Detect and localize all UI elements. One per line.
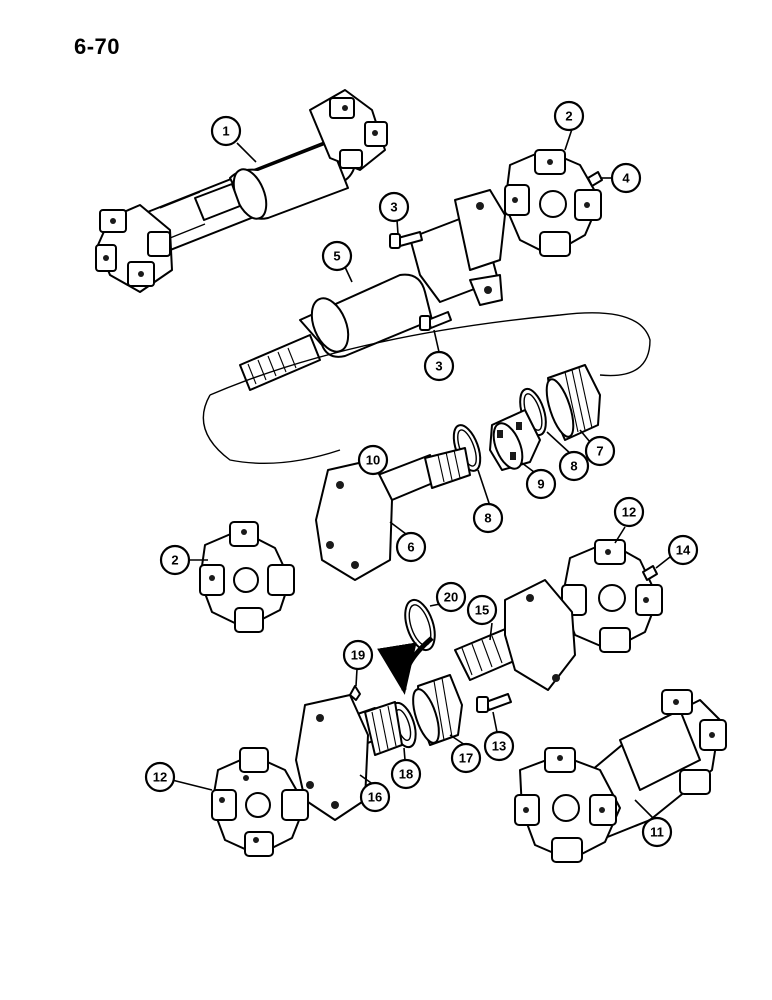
callout-2-left: 2 <box>159 544 191 576</box>
callout-8-lower: 8 <box>472 502 504 534</box>
callout-11: 11 <box>641 816 673 848</box>
retaining-nut-part <box>412 674 463 746</box>
callout-5: 5 <box>321 240 353 272</box>
callout-12-left: 12 <box>144 761 176 793</box>
callout-3-upper: 3 <box>378 191 410 223</box>
callout-15: 15 <box>466 594 498 626</box>
callout-1: 1 <box>210 115 242 147</box>
callout-12-right: 12 <box>613 496 645 528</box>
callout-16: 16 <box>359 781 391 813</box>
slip-nut-part <box>545 364 601 441</box>
front-shaft-yoke-part <box>239 189 506 391</box>
svg-text:12: 12 <box>622 505 636 520</box>
yoke-bolt-part <box>476 693 512 713</box>
cross-bearing-lower-left-part <box>211 747 309 857</box>
cross-bearing-right-part <box>561 539 663 653</box>
assembly-direction-arrow <box>377 636 434 695</box>
splined-yoke-part <box>454 579 576 691</box>
svg-text:6: 6 <box>407 540 414 555</box>
slip-yoke-part <box>315 447 471 581</box>
page-number: 6-70 <box>74 34 121 59</box>
svg-text:11: 11 <box>650 825 664 840</box>
assembly-group-outline <box>202 312 651 465</box>
svg-text:1: 1 <box>222 124 229 139</box>
svg-text:20: 20 <box>444 590 458 605</box>
svg-text:17: 17 <box>459 751 473 766</box>
snap-ring-part <box>404 598 436 652</box>
svg-text:9: 9 <box>537 477 544 492</box>
svg-text:18: 18 <box>399 767 413 782</box>
svg-text:2: 2 <box>171 553 178 568</box>
svg-text:3: 3 <box>435 359 442 374</box>
svg-text:8: 8 <box>484 511 491 526</box>
callout-17: 17 <box>450 742 482 774</box>
drive-shaft-assembly-part <box>95 89 388 293</box>
bolt-upper-part <box>389 231 423 249</box>
callout-8-upper: 8 <box>558 450 590 482</box>
svg-text:12: 12 <box>153 770 167 785</box>
callout-14: 14 <box>667 534 699 566</box>
callout-9: 9 <box>525 468 557 500</box>
callout-6: 6 <box>395 531 427 563</box>
callout-4: 4 <box>610 162 642 194</box>
callout-10: 10 <box>357 444 389 476</box>
svg-text:14: 14 <box>676 543 691 558</box>
svg-text:10: 10 <box>366 453 380 468</box>
bearing-cage-part <box>489 409 541 471</box>
rear-shaft-assembly-part <box>514 689 727 863</box>
slip-yoke-lower-part <box>295 685 403 821</box>
cross-bearing-left-part <box>199 521 295 633</box>
callout-7: 7 <box>584 435 616 467</box>
callout-3-lower: 3 <box>423 350 455 382</box>
callout-13: 13 <box>483 730 515 762</box>
callout-2-top: 2 <box>553 100 585 132</box>
svg-text:3: 3 <box>390 200 397 215</box>
svg-text:4: 4 <box>622 171 630 186</box>
callout-18: 18 <box>390 758 422 790</box>
svg-text:5: 5 <box>333 249 340 264</box>
bolt-lower-part <box>419 311 452 331</box>
svg-text:15: 15 <box>475 603 489 618</box>
callout-19: 19 <box>342 639 374 671</box>
svg-text:2: 2 <box>565 109 572 124</box>
svg-text:16: 16 <box>368 790 382 805</box>
svg-text:8: 8 <box>570 459 577 474</box>
callout-20: 20 <box>435 581 467 613</box>
cross-bearing-top-part <box>504 149 603 257</box>
svg-text:7: 7 <box>596 444 603 459</box>
svg-text:19: 19 <box>351 648 365 663</box>
svg-text:13: 13 <box>492 739 506 754</box>
